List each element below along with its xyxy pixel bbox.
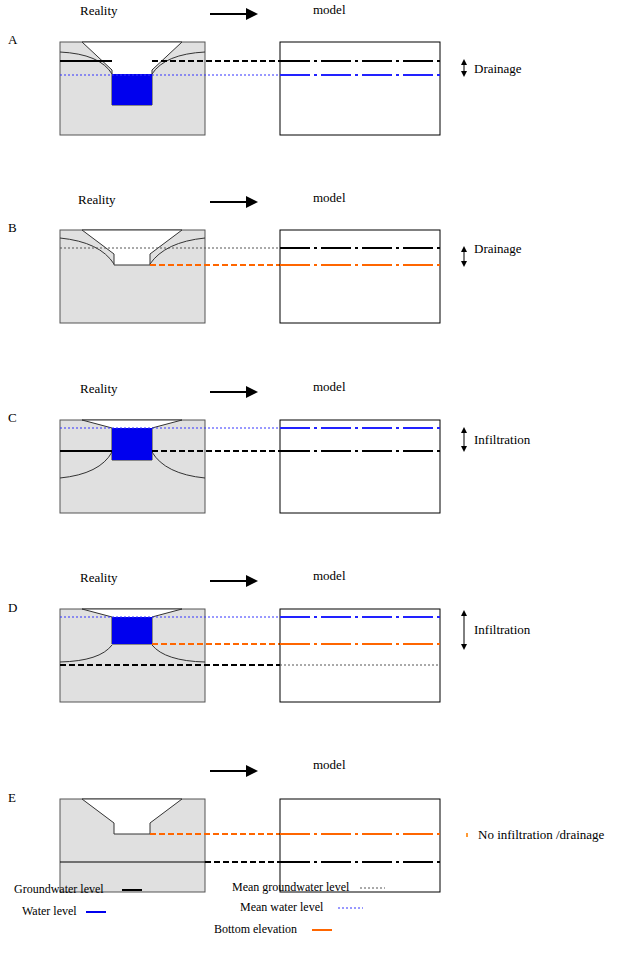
legend-text: Mean groundwater level xyxy=(232,880,349,895)
panel-letter: D xyxy=(8,600,17,615)
view-title: model xyxy=(313,568,346,583)
flux-label: Infiltration xyxy=(474,622,530,637)
legend-sample xyxy=(360,888,385,889)
view-title: model xyxy=(313,2,346,17)
legend-sample xyxy=(122,889,142,891)
legend-text: Water level xyxy=(22,904,77,919)
legend-sample xyxy=(338,908,363,909)
panel-letter: B xyxy=(8,220,17,235)
panel-letter: E xyxy=(8,790,16,805)
view-title: model xyxy=(313,190,346,205)
legend-text: Groundwater level xyxy=(14,882,104,897)
legend-text: Bottom elevation xyxy=(214,922,297,937)
panel-letter: A xyxy=(8,32,17,47)
flux-label: Drainage xyxy=(474,241,522,256)
legend-sample xyxy=(86,911,106,913)
flux-label: No infiltration /drainage xyxy=(478,827,604,842)
flux-label: Drainage xyxy=(474,61,522,76)
flux-label: Infiltration xyxy=(474,432,530,447)
view-title: Reality xyxy=(80,570,118,585)
view-title: Reality xyxy=(80,381,118,396)
legend-sample xyxy=(312,929,332,931)
view-title: Reality xyxy=(80,3,118,18)
view-title: model xyxy=(313,757,346,772)
view-title: Reality xyxy=(78,192,116,207)
legend-text: Mean water level xyxy=(240,900,323,915)
panel-letter: C xyxy=(8,410,17,425)
view-title: model xyxy=(313,379,346,394)
